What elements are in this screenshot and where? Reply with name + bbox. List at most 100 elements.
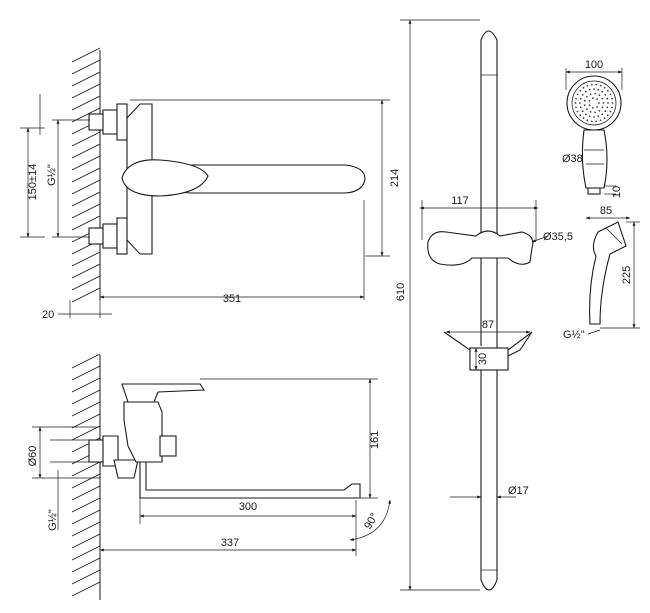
nozzle: [599, 119, 602, 122]
dim-337-label: 337: [221, 537, 239, 549]
dim-161-label: 161: [369, 431, 381, 449]
hatch-line: [71, 389, 101, 405]
nozzle: [594, 111, 596, 114]
nozzle: [609, 93, 612, 96]
wall-hatching: [71, 47, 101, 303]
nozzle: [609, 110, 612, 113]
nozzle: [584, 113, 587, 116]
mixer-front-view: 150±14 G½" 214 351 20: [20, 47, 401, 321]
nozzle: [590, 83, 593, 86]
slide-rail: 610 117 Ø35,5 87 30 Ø17: [395, 19, 573, 591]
nozzle: [579, 106, 582, 109]
nozzle: [589, 111, 592, 113]
hatch-line: [71, 401, 101, 417]
hatch-line: [71, 569, 101, 585]
hatch-line: [71, 425, 101, 441]
hatch-line: [71, 131, 101, 147]
nozzle: [604, 110, 607, 113]
hatch-line: [71, 533, 101, 549]
leader: [587, 329, 601, 335]
hatch-line: [71, 143, 101, 159]
head-profile: [589, 221, 627, 325]
nozzle: [579, 114, 582, 117]
nozzle: [592, 107, 594, 109]
connector: [88, 439, 104, 463]
nozzle: [607, 102, 609, 104]
dim-g-top-label: G½": [46, 164, 58, 186]
hatch-line: [71, 485, 101, 501]
lower-nut: [102, 223, 118, 249]
dim-85-label: 85: [600, 205, 612, 217]
angle-90-label: 90°: [362, 511, 381, 531]
leader: [531, 235, 549, 243]
dim-150-label: 150±14: [27, 164, 39, 201]
dim-60-label: Ø60: [27, 446, 39, 467]
nozzle: [602, 102, 605, 104]
dim-214-label: 214: [389, 169, 401, 187]
hatch-line: [71, 365, 101, 381]
diverter-knob: [159, 435, 177, 457]
nozzle: [574, 102, 577, 104]
nozzle: [575, 97, 577, 100]
nozzle: [588, 88, 591, 91]
shower-head: 100 Ø38 10 85 225 G½": [562, 59, 640, 341]
nozzle: [592, 97, 594, 99]
dim-g-head-label: G½": [563, 329, 585, 341]
nozzle: [590, 120, 593, 123]
nozzle: [603, 86, 606, 89]
hatch-line: [71, 353, 101, 369]
hatch-line: [71, 581, 101, 597]
hatch-line: [71, 377, 101, 393]
hatch-line: [71, 251, 101, 267]
nozzle: [588, 115, 591, 118]
nozzle: [595, 120, 598, 123]
dim-20-label: 20: [42, 309, 54, 321]
hatch-line: [71, 497, 101, 513]
dim-300-label: 300: [239, 501, 257, 513]
dim-g-side-label: G½": [47, 509, 59, 531]
dim-351-label: 351: [223, 293, 241, 305]
nozzle: [586, 119, 589, 122]
upper-nut: [102, 109, 118, 135]
nozzle: [598, 109, 601, 112]
hatch-line: [71, 473, 101, 489]
nozzle: [586, 84, 589, 87]
nozzle: [575, 106, 577, 109]
nozzle: [583, 99, 586, 102]
nozzle: [606, 97, 609, 100]
hatch-line: [71, 71, 101, 87]
nozzle: [588, 99, 591, 102]
nozzle: [603, 117, 606, 120]
nozzle: [589, 93, 592, 95]
upper-connector: [88, 113, 104, 131]
lower-nut: [113, 459, 139, 479]
hatch-line: [71, 179, 101, 195]
head-rim: [571, 80, 617, 126]
dim-38-label: Ø38: [562, 153, 583, 165]
nozzle: [598, 94, 601, 97]
nozzle: [606, 114, 609, 117]
nozzle: [588, 104, 591, 107]
dim-10-label: 10: [611, 186, 623, 198]
nozzle: [579, 97, 582, 100]
nozzle: [596, 98, 598, 100]
nozzle: [601, 97, 604, 100]
nozzle: [581, 110, 584, 113]
spout: [139, 461, 361, 499]
hatch-line: [71, 167, 101, 183]
lower-flange: [116, 217, 128, 255]
nozzle: [576, 93, 579, 96]
angle-arc: [349, 499, 392, 541]
hatch-line: [71, 47, 101, 63]
nozzle: [594, 92, 596, 95]
hatch-line: [71, 545, 101, 561]
dim-87-label: 87: [482, 319, 494, 331]
nozzle: [604, 93, 607, 96]
hatch-line: [71, 461, 101, 477]
dim-117-label: 117: [451, 195, 469, 207]
nozzle: [601, 106, 604, 109]
dim-17-label: Ø17: [508, 485, 529, 497]
hatch-line: [71, 275, 101, 291]
nozzle: [582, 86, 585, 89]
wall-hatching: [71, 353, 101, 597]
